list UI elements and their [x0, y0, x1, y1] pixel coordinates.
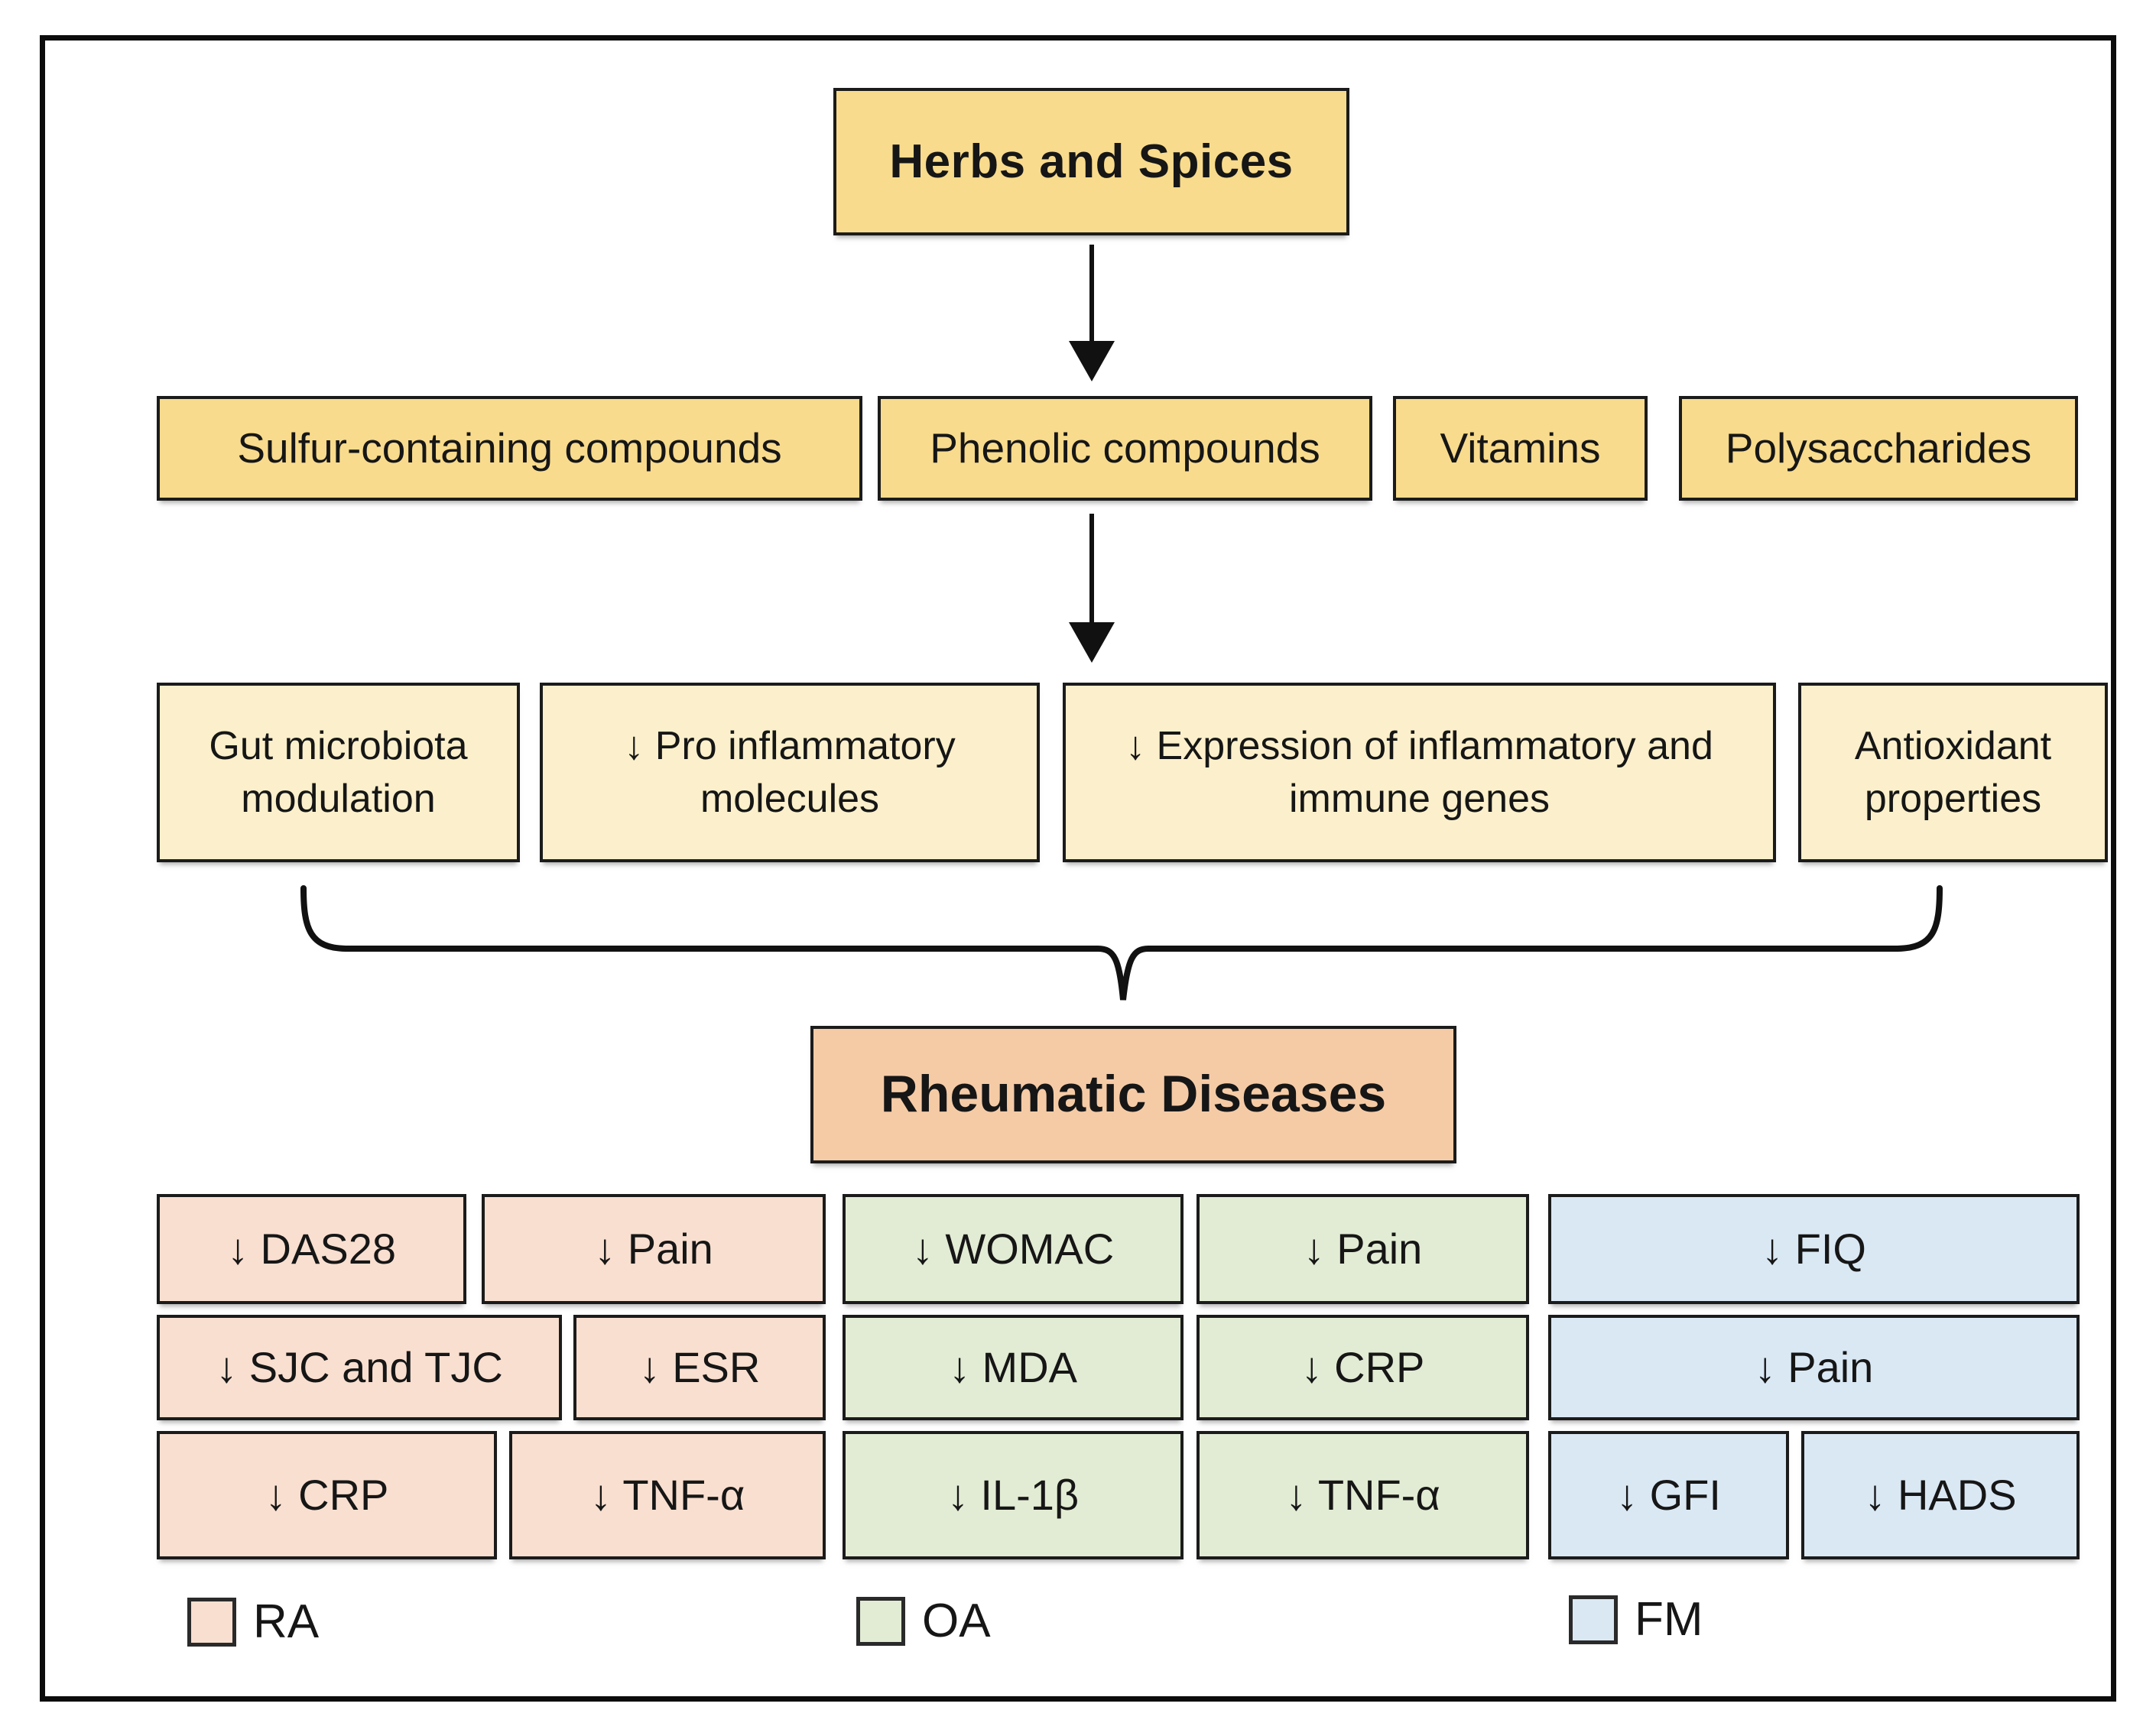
box-pro-inflammatory: ↓ Pro inflammatory molecules — [540, 683, 1040, 862]
outcome-box-fm-hads: ↓ HADS — [1801, 1431, 2080, 1559]
outcome-box-fm-fiq: ↓ FIQ — [1548, 1194, 2080, 1304]
expression-genes-label: ↓ Expression of inflammatory and immune … — [1125, 723, 1713, 821]
rheumatic-diseases-label: Rheumatic Diseases — [880, 1065, 1387, 1124]
legend-label-oa: OA — [922, 1595, 991, 1647]
outcome-label: ↓ Pain — [594, 1225, 713, 1274]
box-gut-microbiota: Gut microbiota modulation — [157, 683, 520, 862]
outcome-box-oa-crp: ↓ CRP — [1197, 1315, 1529, 1420]
outcome-box-fm-pain: ↓ Pain — [1548, 1315, 2080, 1420]
outcome-box-oa-il1b: ↓ IL-1β — [843, 1431, 1184, 1559]
outcome-label: ↓ HADS — [1864, 1471, 2017, 1520]
box-antioxidant: Antioxidant properties — [1798, 683, 2108, 862]
herbs-and-spices-box: Herbs and Spices — [833, 88, 1349, 235]
legend-item-ra: RA — [187, 1595, 319, 1649]
rheumatic-diseases-box: Rheumatic Diseases — [810, 1026, 1456, 1163]
legend-swatch-fm — [1569, 1595, 1618, 1644]
box-sulfur-compounds: Sulfur-containing compounds — [157, 396, 862, 501]
outcome-label: ↓ WOMAC — [911, 1225, 1115, 1274]
outcome-label: ↓ IL-1β — [946, 1471, 1080, 1520]
legend-item-fm: FM — [1569, 1592, 1703, 1647]
outcome-label: ↓ CRP — [1300, 1343, 1425, 1392]
outcome-box-fm-gfi: ↓ GFI — [1548, 1431, 1789, 1559]
herbs-and-spices-label: Herbs and Spices — [889, 135, 1294, 188]
outcome-box-ra-tnf: ↓ TNF-α — [509, 1431, 826, 1559]
outcome-label: ↓ DAS28 — [227, 1225, 396, 1274]
gut-microbiota-label: Gut microbiota modulation — [209, 723, 468, 821]
legend-label-fm: FM — [1635, 1593, 1703, 1646]
legend-swatch-ra — [187, 1597, 236, 1647]
box-expression-genes: ↓ Expression of inflammatory and immune … — [1063, 683, 1776, 862]
box-phenolic-compounds: Phenolic compounds — [878, 396, 1372, 501]
outcome-box-oa-tnf: ↓ TNF-α — [1197, 1431, 1529, 1559]
outcome-label: ↓ GFI — [1616, 1471, 1721, 1520]
outcome-label: ↓ CRP — [265, 1471, 389, 1520]
sulfur-compounds-label: Sulfur-containing compounds — [237, 424, 782, 472]
polysaccharides-label: Polysaccharides — [1725, 424, 2032, 472]
pro-inflammatory-label: ↓ Pro inflammatory molecules — [624, 723, 956, 821]
legend-label-ra: RA — [253, 1595, 320, 1648]
outcome-label: ↓ Pain — [1754, 1343, 1874, 1392]
outcome-label: ↓ FIQ — [1761, 1225, 1866, 1274]
outcome-box-ra-esr: ↓ ESR — [573, 1315, 826, 1420]
outcome-box-oa-mda: ↓ MDA — [843, 1315, 1184, 1420]
outcome-box-ra-sjc-tjc: ↓ SJC and TJC — [157, 1315, 562, 1420]
outcome-label: ↓ SJC and TJC — [216, 1343, 503, 1392]
outcome-box-ra-crp: ↓ CRP — [157, 1431, 497, 1559]
outcome-label: ↓ TNF-α — [589, 1471, 745, 1520]
outcome-label: ↓ TNF-α — [1285, 1471, 1440, 1520]
outcome-label: ↓ Pain — [1303, 1225, 1423, 1274]
phenolic-compounds-label: Phenolic compounds — [930, 424, 1320, 472]
outer-border — [40, 35, 2116, 1702]
box-vitamins: Vitamins — [1393, 396, 1648, 501]
outcome-box-oa-pain: ↓ Pain — [1197, 1194, 1529, 1304]
outcome-box-ra-das28: ↓ DAS28 — [157, 1194, 466, 1304]
outcome-box-ra-pain: ↓ Pain — [482, 1194, 826, 1304]
outcome-label: ↓ MDA — [949, 1343, 1077, 1392]
antioxidant-label: Antioxidant properties — [1854, 723, 2052, 821]
outcome-box-oa-womac: ↓ WOMAC — [843, 1194, 1184, 1304]
vitamins-label: Vitamins — [1440, 424, 1601, 472]
legend-swatch-oa — [856, 1596, 905, 1646]
box-polysaccharides: Polysaccharides — [1679, 396, 2078, 501]
outcome-label: ↓ ESR — [638, 1343, 761, 1392]
legend-item-oa: OA — [856, 1594, 991, 1648]
